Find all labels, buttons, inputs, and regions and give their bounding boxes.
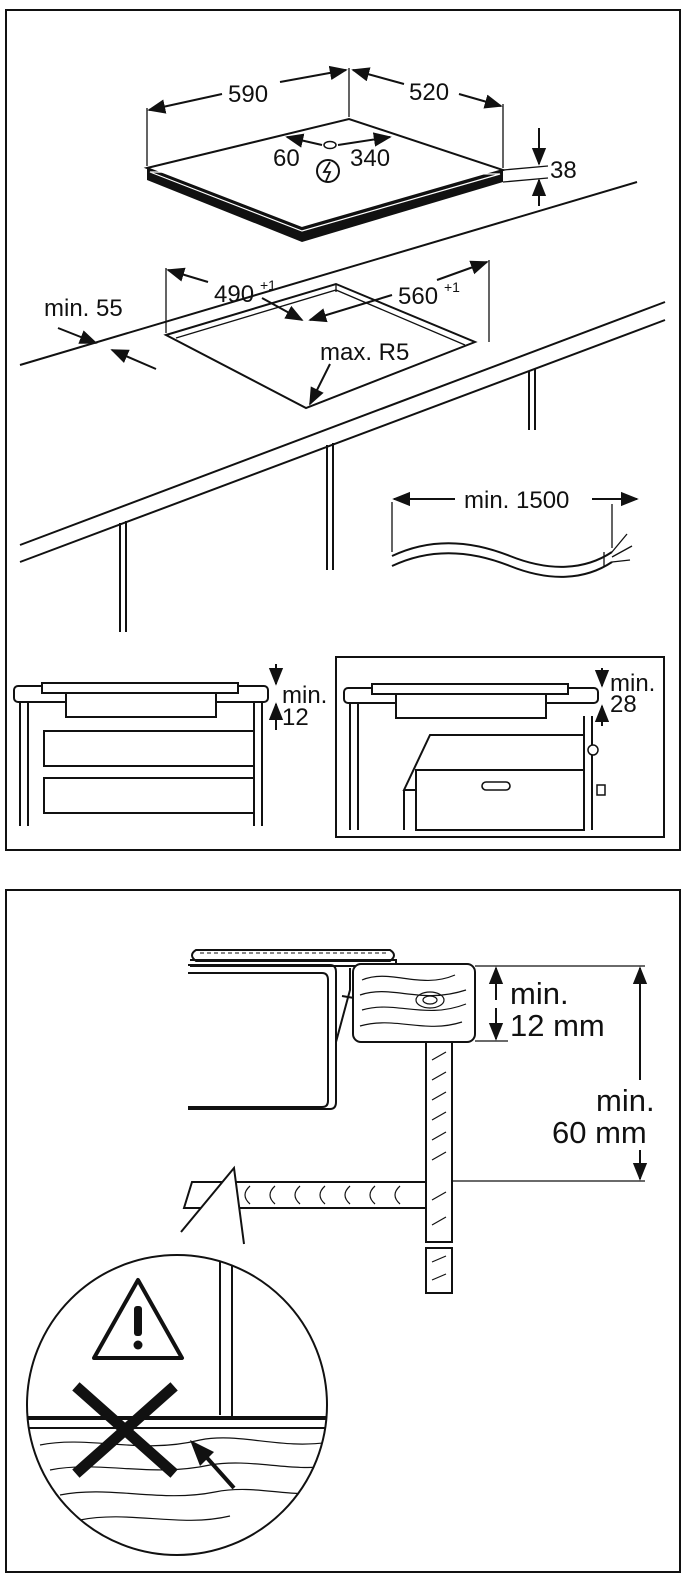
corner-radius-label: max. R5 xyxy=(320,339,409,366)
hob-height-label: 38 xyxy=(550,157,577,184)
hob-width-dimension: 590 xyxy=(146,65,350,166)
cutout-depth-label: 560 xyxy=(398,283,438,310)
prohibited-x-icon xyxy=(72,1382,178,1478)
cable-entry-dimension: 60 340 xyxy=(273,132,392,183)
drawer-gap-label-2: 12 xyxy=(282,704,309,731)
worktop-section xyxy=(190,949,397,967)
cable-length-dimension: min. 1500 xyxy=(391,487,639,552)
top-panel-frame xyxy=(5,9,681,851)
dim-60mm-line2: 60 mm xyxy=(552,1115,647,1150)
hob-height-dimension: 38 xyxy=(502,128,577,206)
dim-12mm-line2: 12 mm xyxy=(510,1008,605,1043)
dim-12mm-line1: min. xyxy=(510,976,569,1011)
cable-length-label: min. 1500 xyxy=(464,487,569,514)
supply-cable xyxy=(391,533,633,578)
min-60mm-dimension: min. 60 mm xyxy=(452,966,655,1182)
cable-right-label: 340 xyxy=(350,145,390,172)
drawer-cabinet-section: min. 12 xyxy=(13,664,327,826)
hob-housing xyxy=(188,964,355,1110)
detail-callout xyxy=(26,1165,328,1556)
dim-60mm-line1: min. xyxy=(596,1083,655,1118)
hob-depth-label: 520 xyxy=(409,79,449,106)
arrow-icon xyxy=(190,1440,236,1490)
shelf xyxy=(182,1181,427,1209)
side-panel xyxy=(425,1041,453,1294)
cutout-depth-dimension: 560 +1 xyxy=(308,260,490,342)
cutout xyxy=(163,282,478,410)
cutout-width-dimension: 490 +1 xyxy=(165,267,304,333)
worktop xyxy=(19,181,666,632)
oven-gap-label-1: min. xyxy=(610,670,655,697)
front-distance-label: min. 55 xyxy=(44,295,123,322)
electric-symbol-icon xyxy=(316,159,340,183)
min-12mm-dimension: min. 12 mm xyxy=(475,965,645,1043)
corner-radius-callout: max. R5 xyxy=(309,339,409,406)
bottom-panel-frame xyxy=(5,889,681,1573)
hob-depth-dimension: 520 xyxy=(351,67,504,168)
oven-gap-label-2: 28 xyxy=(610,691,637,718)
wood-block xyxy=(352,963,476,1043)
drawer-gap-label-1: min. xyxy=(282,682,327,709)
front-distance-dimension: min. 55 xyxy=(44,295,157,370)
hob-width-label: 590 xyxy=(228,81,268,108)
cable-left-label: 60 xyxy=(273,145,300,172)
oven-cabinet-section: min. 28 xyxy=(335,656,665,838)
warning-triangle-icon xyxy=(92,1278,184,1360)
cutout-width-tolerance: +1 xyxy=(260,277,276,293)
cutout-depth-tolerance: +1 xyxy=(444,279,460,295)
cutout-width-label: 490 xyxy=(214,281,254,308)
